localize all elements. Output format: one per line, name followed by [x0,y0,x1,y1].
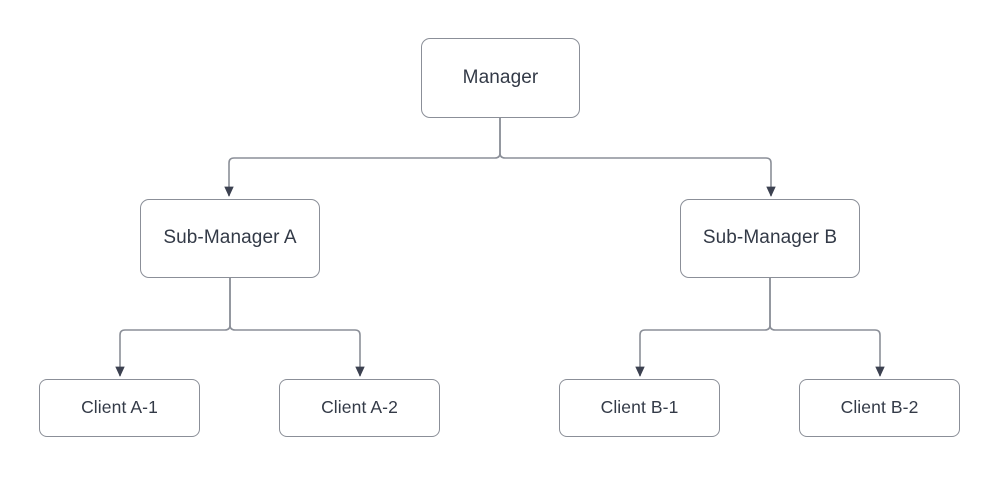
node-client-a-2[interactable]: Client A-2 [279,379,440,437]
node-sub-manager-a[interactable]: Sub-Manager A [140,199,320,278]
edge-manager-to-sub-a[interactable] [224,118,501,197]
node-client-b-1-label: Client B-1 [600,397,679,418]
node-client-b-2-label: Client B-2 [840,397,919,418]
edge-sub-a-to-client-a-1[interactable] [115,278,231,377]
node-client-b-1[interactable]: Client B-1 [559,379,720,437]
node-client-a-1-label: Client A-1 [81,397,158,418]
node-sub-manager-b[interactable]: Sub-Manager B [680,199,860,278]
node-client-a-2-label: Client A-2 [321,397,398,418]
node-sub-manager-b-label: Sub-Manager B [702,227,838,249]
edge-sub-a-to-client-a-2[interactable] [229,278,365,377]
node-manager[interactable]: Manager [421,38,580,118]
edge-sub-b-to-client-b-1[interactable] [635,278,771,377]
node-manager-label: Manager [462,66,539,88]
node-client-a-1[interactable]: Client A-1 [39,379,200,437]
edge-sub-b-to-client-b-2[interactable] [769,278,885,377]
edge-manager-to-sub-b[interactable] [499,118,776,197]
node-sub-manager-a-label: Sub-Manager A [163,227,297,249]
node-client-b-2[interactable]: Client B-2 [799,379,960,437]
